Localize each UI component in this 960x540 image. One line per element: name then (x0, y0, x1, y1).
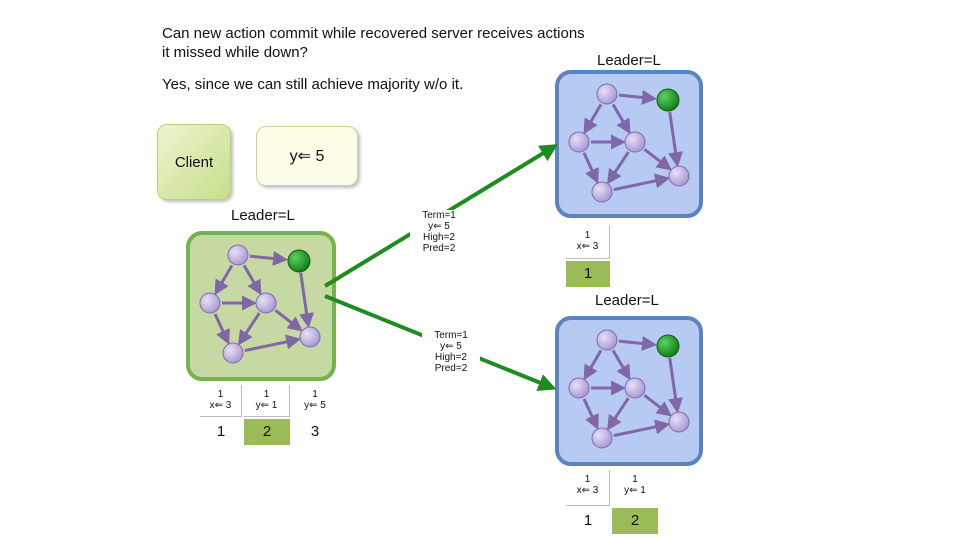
peer-edge (618, 335, 658, 351)
peer-edge (611, 349, 631, 381)
message-entry: y⇐ 5 (440, 341, 462, 352)
peer-edge (668, 111, 683, 168)
peer-edge (582, 398, 599, 430)
log-term: 1 (584, 474, 591, 485)
log-entry-3: 1 y⇐ 5 (292, 385, 338, 417)
log-index-2: 2 (244, 419, 290, 445)
peer-edge (583, 349, 603, 381)
log-term: 1 (312, 389, 318, 400)
peer-edge (618, 89, 658, 105)
log-index-3: 3 (310, 423, 320, 440)
server-node (668, 165, 690, 187)
server-bottom-right (555, 316, 703, 466)
peer-edge (242, 264, 262, 296)
server-node (299, 326, 321, 348)
request-text: y⇐ 5 (289, 148, 325, 165)
message-term: Term=1 (422, 210, 456, 221)
server-top-right (555, 70, 703, 218)
peer-edge (583, 103, 603, 135)
log-value: y⇐ 5 (304, 400, 326, 411)
log-value: x⇐ 3 (576, 485, 599, 496)
log-entry-1: 1 x⇐ 3 (200, 385, 242, 417)
question-line-2: it missed while down? (162, 44, 308, 61)
peer-edge (613, 419, 671, 438)
leader-node (656, 334, 680, 358)
peer-edge (244, 334, 302, 353)
peer-edge (606, 397, 630, 431)
leader-node (287, 249, 311, 273)
peer-edge (643, 394, 672, 417)
message-term: Term=1 (434, 330, 468, 341)
log-value: x⇐ 3 (209, 400, 232, 411)
leader-label-top-right: Leader=L (597, 52, 661, 69)
server-node (568, 131, 590, 153)
log-index-2: 2 (612, 508, 658, 534)
peer-edge (213, 313, 230, 345)
peer-edge (611, 103, 631, 135)
question-line-1: Can new action commit while recovered se… (162, 25, 585, 42)
peer-edge (613, 173, 671, 192)
message-entry: y⇐ 5 (428, 221, 450, 232)
server-node (596, 83, 618, 105)
log-value: y⇐ 1 (624, 485, 646, 496)
peer-edge (214, 264, 234, 296)
client-box: Client (157, 124, 231, 200)
leader-label-left: Leader=L (231, 207, 295, 224)
server-node (624, 377, 646, 399)
log-term: 1 (263, 389, 270, 400)
leader-label-bottom-right: Leader=L (595, 292, 659, 309)
question-title: Can new action commit while recovered se… (162, 24, 585, 62)
log-term: 1 (584, 230, 591, 241)
peer-edge (643, 148, 672, 171)
log-entry-1: 1 x⇐ 3 (566, 470, 610, 506)
message-high: High=2 (423, 232, 455, 243)
log-term: 1 (632, 474, 638, 485)
log-index-1: 1 (566, 261, 610, 287)
log-value: x⇐ 3 (576, 241, 599, 252)
peer-edge (668, 357, 683, 414)
message-pred: Pred=2 (422, 243, 456, 254)
server-left (186, 231, 336, 381)
server-node (199, 292, 221, 314)
request-bubble: y⇐ 5 (256, 126, 358, 186)
log-value: y⇐ 1 (255, 400, 278, 411)
peer-edge (237, 312, 261, 346)
server-node (624, 131, 646, 153)
message-pred: Pred=2 (434, 363, 468, 374)
server-node (596, 329, 618, 351)
log-index-1: 1 (216, 423, 226, 440)
answer-text: Yes, since we can still achieve majority… (162, 76, 464, 93)
leader-node (656, 88, 680, 112)
server-node (668, 411, 690, 433)
server-node (568, 377, 590, 399)
message-bottom: Term=1 y⇐ 5 High=2 Pred=2 (422, 330, 480, 374)
message-top: Term=1 y⇐ 5 High=2 Pred=2 (410, 210, 468, 254)
server-node (227, 244, 249, 266)
peer-edge (274, 309, 303, 332)
peer-edge (582, 152, 599, 184)
server-node (591, 427, 613, 449)
log-index-1: 1 (583, 512, 593, 529)
message-high: High=2 (435, 352, 467, 363)
peer-edge (249, 250, 289, 266)
log-entry-2: 1 y⇐ 1 (244, 385, 290, 417)
log-entry-2: 1 y⇐ 1 (612, 470, 658, 506)
log-entry-1: 1 x⇐ 3 (566, 226, 610, 259)
log-term: 1 (217, 389, 224, 400)
client-label: Client (174, 153, 214, 171)
server-node (591, 181, 613, 203)
peer-edge (299, 272, 314, 329)
peer-edge (606, 151, 630, 185)
server-node (255, 292, 277, 314)
server-node (222, 342, 244, 364)
